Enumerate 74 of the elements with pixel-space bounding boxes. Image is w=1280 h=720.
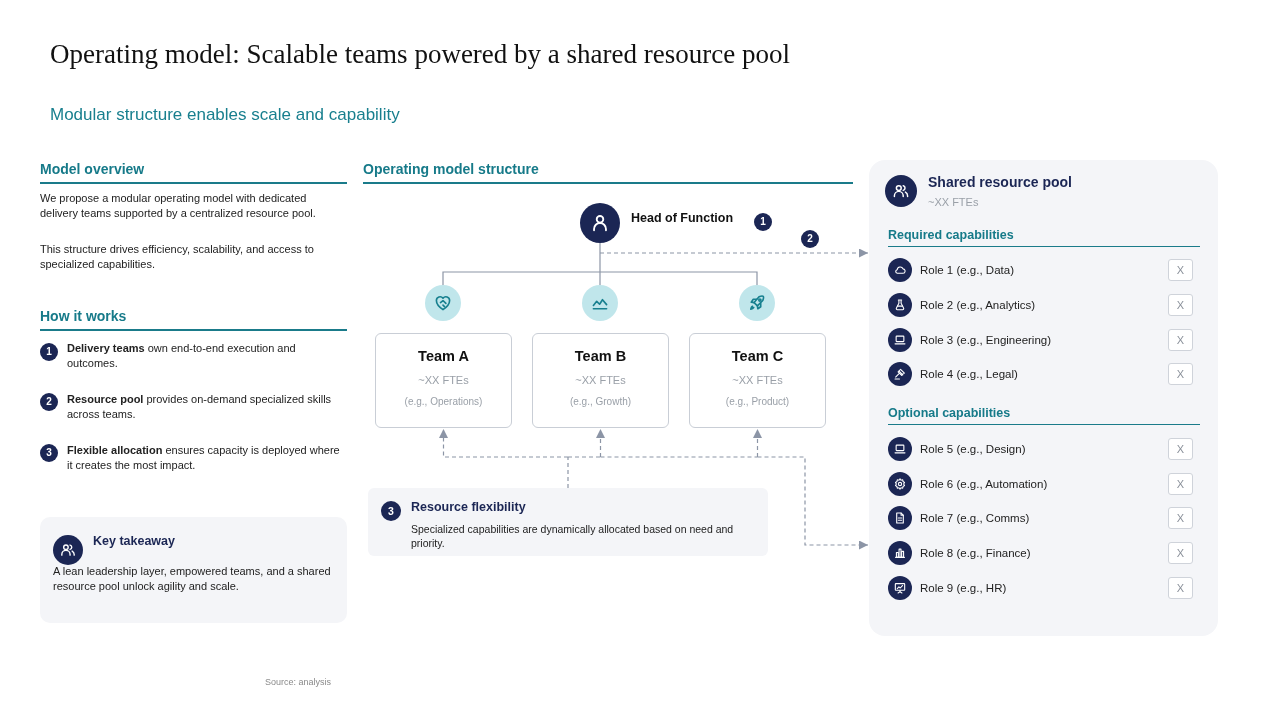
- connector-line: [599, 242, 601, 254]
- callout-number: 1: [754, 213, 772, 231]
- x-button: X: [1168, 259, 1193, 281]
- fte-count: ~XX FTEs: [574, 373, 627, 387]
- panel-text: Specialized capabilities are dynamically allocated based on need and priority.: [411, 522, 735, 550]
- role-label: Role 9 (e.g., HR): [920, 581, 1007, 595]
- section-heading: Operating model structure: [363, 161, 853, 184]
- role-label: Role 7 (e.g., Comms): [920, 511, 1030, 525]
- body-text: We propose a modular operating model with dedicated delivery teams supported by a centralized resource pool.: [40, 191, 317, 220]
- connector-line: [599, 252, 601, 273]
- dashed-arrow: [439, 428, 569, 458]
- section-heading: Required capabilities: [888, 227, 1200, 247]
- role-label: Role 3 (e.g., Engineering): [920, 333, 1052, 347]
- connector-line: [442, 271, 601, 286]
- team-example: (e.g., Product): [724, 395, 791, 408]
- x-button: X: [1168, 329, 1193, 351]
- role-label: Role 5 (e.g., Design): [920, 442, 1026, 456]
- page-title: Operating model: Scalable teams powered by a shared resource pool: [50, 38, 790, 71]
- team-card: [532, 333, 669, 428]
- source-note: Source: analysis: [265, 677, 332, 688]
- step-number: 3: [40, 444, 58, 462]
- role-label: Role 2 (e.g., Analytics): [920, 298, 1036, 312]
- panel-heading: Resource flexibility: [411, 500, 526, 515]
- role-label: Role 6 (e.g., Automation): [920, 477, 1048, 491]
- panel-heading: Shared resource pool: [928, 174, 1072, 191]
- section-heading: Optional capabilities: [888, 405, 1200, 425]
- step-text: Resource pool provides on-demand specialized skills across teams.: [67, 392, 333, 421]
- fte-count: ~XX FTEs: [928, 195, 979, 209]
- step-text: Delivery teams own end-to-end execution and outcomes.: [67, 341, 297, 370]
- dashed-arrow: [756, 456, 869, 550]
- card-heading: Key takeaway: [93, 534, 175, 549]
- body-text: This structure drives efficiency, scalability, and access to specialized capabilities.: [40, 242, 315, 271]
- fte-count: ~XX FTEs: [417, 373, 470, 387]
- dashed-arrow: [599, 248, 869, 258]
- team-name: Team B: [573, 347, 628, 365]
- card-text: A lean leadership layer, empowered teams, and a shared resource pool unlock agility and scale.: [53, 564, 332, 593]
- role-label: Role 4 (e.g., Legal): [920, 367, 1018, 381]
- dashed-line: [599, 456, 759, 458]
- team-card: [689, 333, 826, 428]
- dashed-arrow: [596, 428, 605, 458]
- x-button: X: [1168, 577, 1193, 599]
- connector-line: [599, 271, 601, 286]
- team-example: (e.g., Growth): [568, 395, 633, 408]
- connector-line: [599, 271, 758, 286]
- rocket-icon: [739, 285, 775, 321]
- section-heading: Model overview: [40, 161, 347, 184]
- x-button: X: [1168, 473, 1193, 495]
- team-example: (e.g., Operations): [403, 395, 484, 408]
- team-card: [375, 333, 512, 428]
- info-panel: [368, 488, 768, 556]
- x-button: X: [1168, 363, 1193, 385]
- callout-number: 2: [801, 230, 819, 248]
- x-button: X: [1168, 507, 1193, 529]
- dashed-line: [567, 456, 569, 489]
- role-label: Role 8 (e.g., Finance): [920, 546, 1031, 560]
- takeaway-card: [40, 517, 347, 623]
- dashed-arrow: [753, 428, 762, 458]
- x-button: X: [1168, 438, 1193, 460]
- subtitle: Modular structure enables scale and capability: [50, 104, 400, 126]
- x-button: X: [1168, 542, 1193, 564]
- step-number: 1: [40, 343, 58, 361]
- team-name: Team C: [730, 347, 785, 365]
- node-label: Head of Function: [631, 211, 734, 226]
- section-heading: How it works: [40, 308, 347, 331]
- step-number: 3: [381, 501, 401, 521]
- team-name: Team A: [417, 347, 470, 365]
- step-number: 2: [40, 393, 58, 411]
- x-button: X: [1168, 294, 1193, 316]
- dashed-line: [567, 456, 602, 458]
- role-label: Role 1 (e.g., Data): [920, 263, 1014, 277]
- resource-pool-panel: [869, 160, 1218, 636]
- line-chart-icon: [582, 285, 618, 321]
- fte-count: ~XX FTEs: [731, 373, 784, 387]
- step-text: Flexible allocation ensures capacity is deployed where it creates the most impact.: [67, 443, 341, 472]
